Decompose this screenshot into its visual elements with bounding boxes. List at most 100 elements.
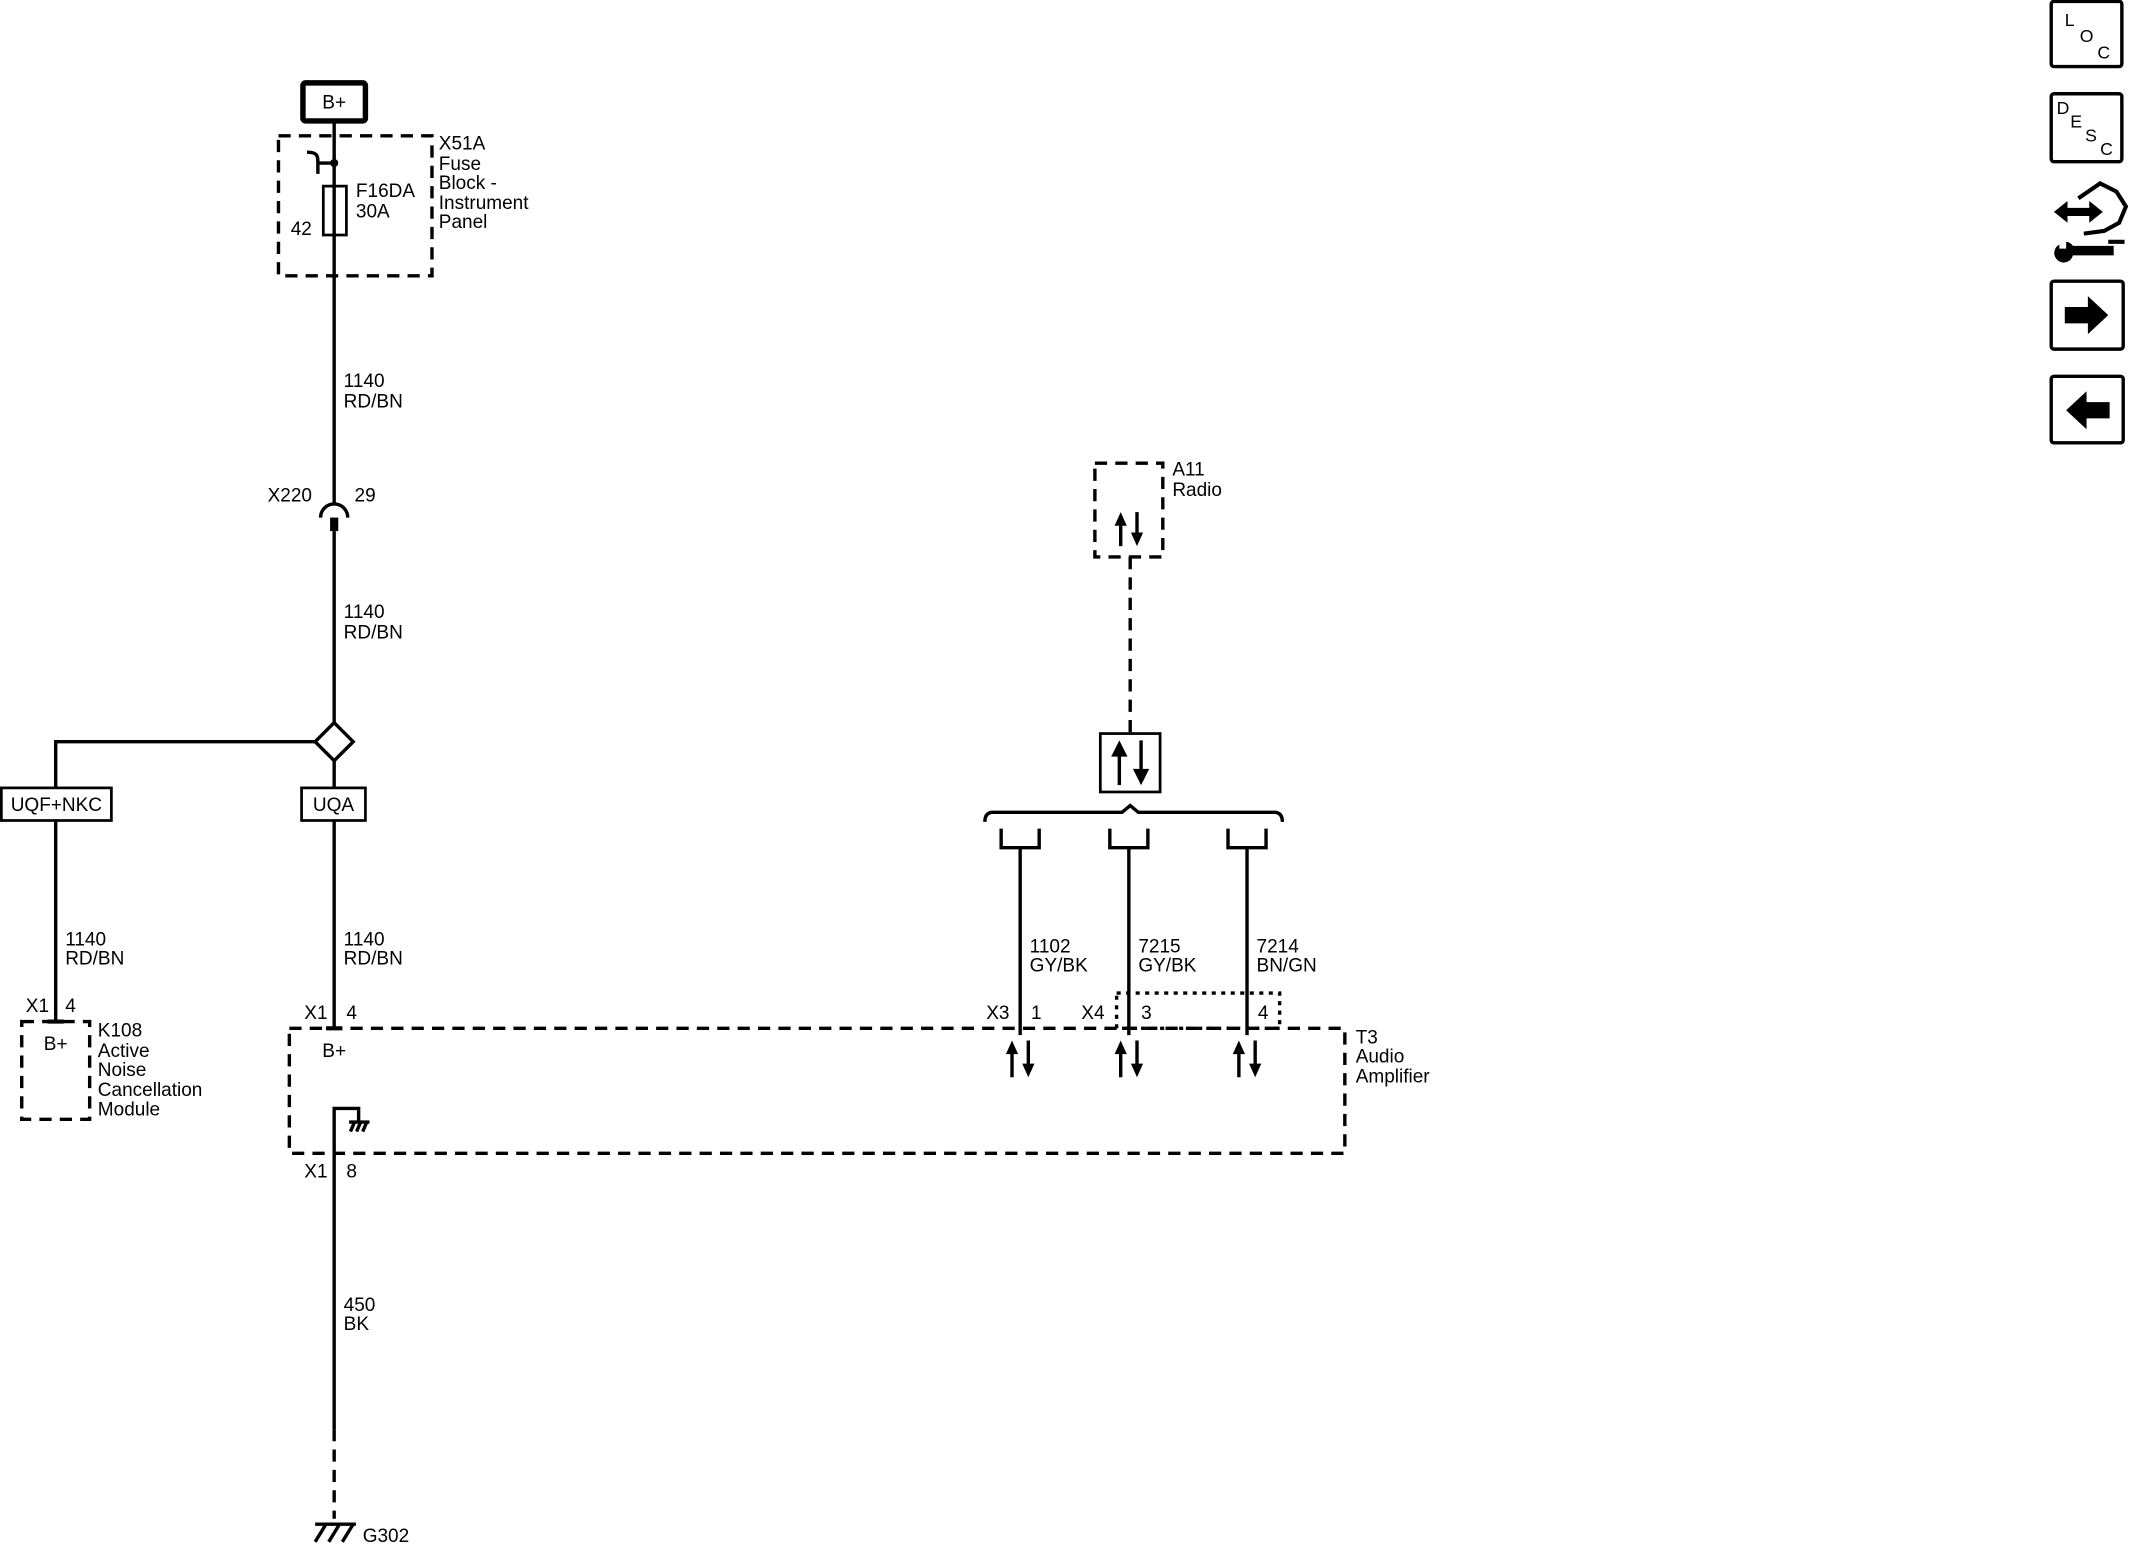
battery-power-label: B+ (322, 93, 346, 114)
battery-power-source: B+ (300, 80, 369, 124)
desc-letter: C (2100, 139, 2113, 159)
loc-letter: L (2065, 10, 2075, 30)
wire-1102: 1102 GY/BK (1018, 847, 1088, 1036)
module-label-line: Audio (1356, 1046, 1405, 1067)
connector-pin-label: 4 (346, 1003, 357, 1024)
module-k108: X1 4 B+ K108 Active Noise Cancellation M… (20, 996, 203, 1122)
bidirectional-arrows-icon (1005, 1040, 1035, 1078)
connector-wrench-icon (2053, 181, 2129, 263)
loc-button-frame[interactable] (2049, 0, 2124, 69)
wire-color-label: RD/BN (344, 392, 403, 413)
option-box-frame (0, 786, 113, 822)
serial-data-brace (983, 803, 1285, 822)
bus-junction-dot (330, 158, 339, 168)
loc-letter: C (2097, 42, 2110, 62)
connector-pin-label: 1 (1031, 1003, 1042, 1024)
module-label-line: A11 (1172, 459, 1204, 480)
arrow-down-icon (1130, 532, 1144, 547)
wire-450-ground: 450 BK (332, 1153, 376, 1519)
connector-name-label: X3 (986, 1003, 1009, 1024)
module-t3-audio-amplifier: X1 4 B+ X1 8 X3 1 X4 3 4 T3 Audio Amplif… (287, 991, 1431, 1183)
wire-1140-fuse-to-x220: 1140 RD/BN (332, 235, 403, 504)
wire-circuit-label: 1140 (344, 371, 385, 392)
internal-ground-path (332, 1106, 361, 1154)
wire-color-label: GY/BK (1030, 955, 1088, 976)
wire-color-label: BN/GN (1257, 955, 1317, 976)
fuse-block-label-line: Panel (439, 212, 488, 233)
connector-name-label: X220 (268, 485, 312, 506)
loc-button[interactable]: L O C (2049, 0, 2124, 69)
loc-letter: O (2080, 26, 2094, 46)
module-label-line: K108 (98, 1020, 142, 1041)
connector-name-label: X1 (304, 1003, 327, 1024)
arrow-up-icon (1111, 740, 1128, 757)
wire-color-label: GY/BK (1138, 955, 1196, 976)
connector-x220: X220 29 (268, 485, 376, 532)
option-box-label: UQA (313, 795, 355, 816)
module-label-line: Amplifier (1356, 1067, 1431, 1088)
fuse-block-outline (276, 134, 434, 278)
arrow-shafts (1237, 1040, 1257, 1078)
module-label-line: Cancellation (98, 1080, 203, 1101)
wire-7215: 7215 GY/BK (1127, 847, 1197, 1036)
arrow-shafts (1010, 1040, 1031, 1078)
fuse-block-label-line: X51A (439, 133, 486, 154)
wire-circuit-label: 7214 (1257, 936, 1300, 957)
arrow-right-icon (2064, 296, 2109, 335)
wire-1140-to-t3: 1140 RD/BN (326, 820, 403, 1031)
desc-letter: D (2057, 98, 2070, 118)
desc-letter: E (2070, 112, 2082, 132)
connector-pin-label: 8 (346, 1162, 357, 1183)
connector-pin-label: 4 (1258, 1003, 1269, 1024)
wire-color-label: BK (344, 1314, 370, 1335)
fuse-block-label-line: Fuse (439, 154, 481, 175)
desc-button-frame[interactable] (2049, 92, 2124, 164)
previous-button[interactable] (2049, 374, 2125, 445)
module-label-line: Noise (98, 1060, 147, 1081)
double-arrow-icon (2053, 201, 2103, 223)
wire-circuit-label: 450 (344, 1295, 376, 1316)
splice-diamond (312, 720, 356, 764)
splice-branch-left (53, 740, 316, 788)
next-button[interactable] (2049, 279, 2125, 351)
female-terminal-arc (318, 502, 350, 518)
bidirectional-arrows-icon (1232, 1040, 1262, 1078)
connector-x4-outline (1114, 991, 1282, 1031)
arrow-up-icon (1005, 1040, 1019, 1055)
connector-name-label: X1 (304, 1162, 327, 1183)
option-box-uqf-nkc: UQF+NKC (0, 786, 113, 822)
module-label-line: Radio (1172, 480, 1222, 501)
wire-circuit-label: 1102 (1030, 936, 1071, 957)
serial-data-symbol-box (1098, 732, 1162, 794)
wire-circuit-label: 1140 (65, 929, 106, 950)
option-box-uqa: UQA (300, 786, 367, 822)
wire-color-label: RD/BN (65, 948, 124, 969)
wire-1140-x220-to-splice: 1140 RD/BN (332, 531, 403, 723)
fuse-rating-label: 30A (356, 201, 390, 222)
desc-letter: S (2085, 125, 2097, 145)
arrow-shafts (1118, 1040, 1139, 1078)
fuse-block-label-line: Block - (439, 173, 497, 194)
splice (53, 720, 356, 788)
module-label-line: Module (98, 1099, 160, 1120)
male-terminal-pin (330, 517, 339, 532)
connector-pin-label: 4 (65, 996, 76, 1017)
desc-button[interactable]: D E S C (2049, 92, 2124, 164)
arrow-shafts (1118, 512, 1139, 547)
arrow-down-icon (1249, 1063, 1262, 1078)
wire-circuit-label: 1140 (344, 602, 385, 623)
arrow-up-icon (1114, 512, 1127, 526)
arrow-up-icon (1232, 1040, 1245, 1055)
arrow-down-icon (1130, 1063, 1144, 1078)
arrow-down-icon (1022, 1063, 1035, 1078)
connector-name-label: X4 (1081, 1003, 1105, 1024)
arrow-down-icon (1132, 768, 1150, 786)
ground-label: G302 (363, 1526, 409, 1544)
wire-7214: 7214 BN/GN (1245, 847, 1317, 1036)
wire-circuit-label: 1140 (344, 929, 385, 950)
connector-view-button[interactable] (2050, 179, 2129, 263)
connector-pin-label: 3 (1141, 1003, 1152, 1024)
ground-g302: G302 (313, 1522, 409, 1544)
fuse-name-label: F16DA (356, 181, 415, 202)
